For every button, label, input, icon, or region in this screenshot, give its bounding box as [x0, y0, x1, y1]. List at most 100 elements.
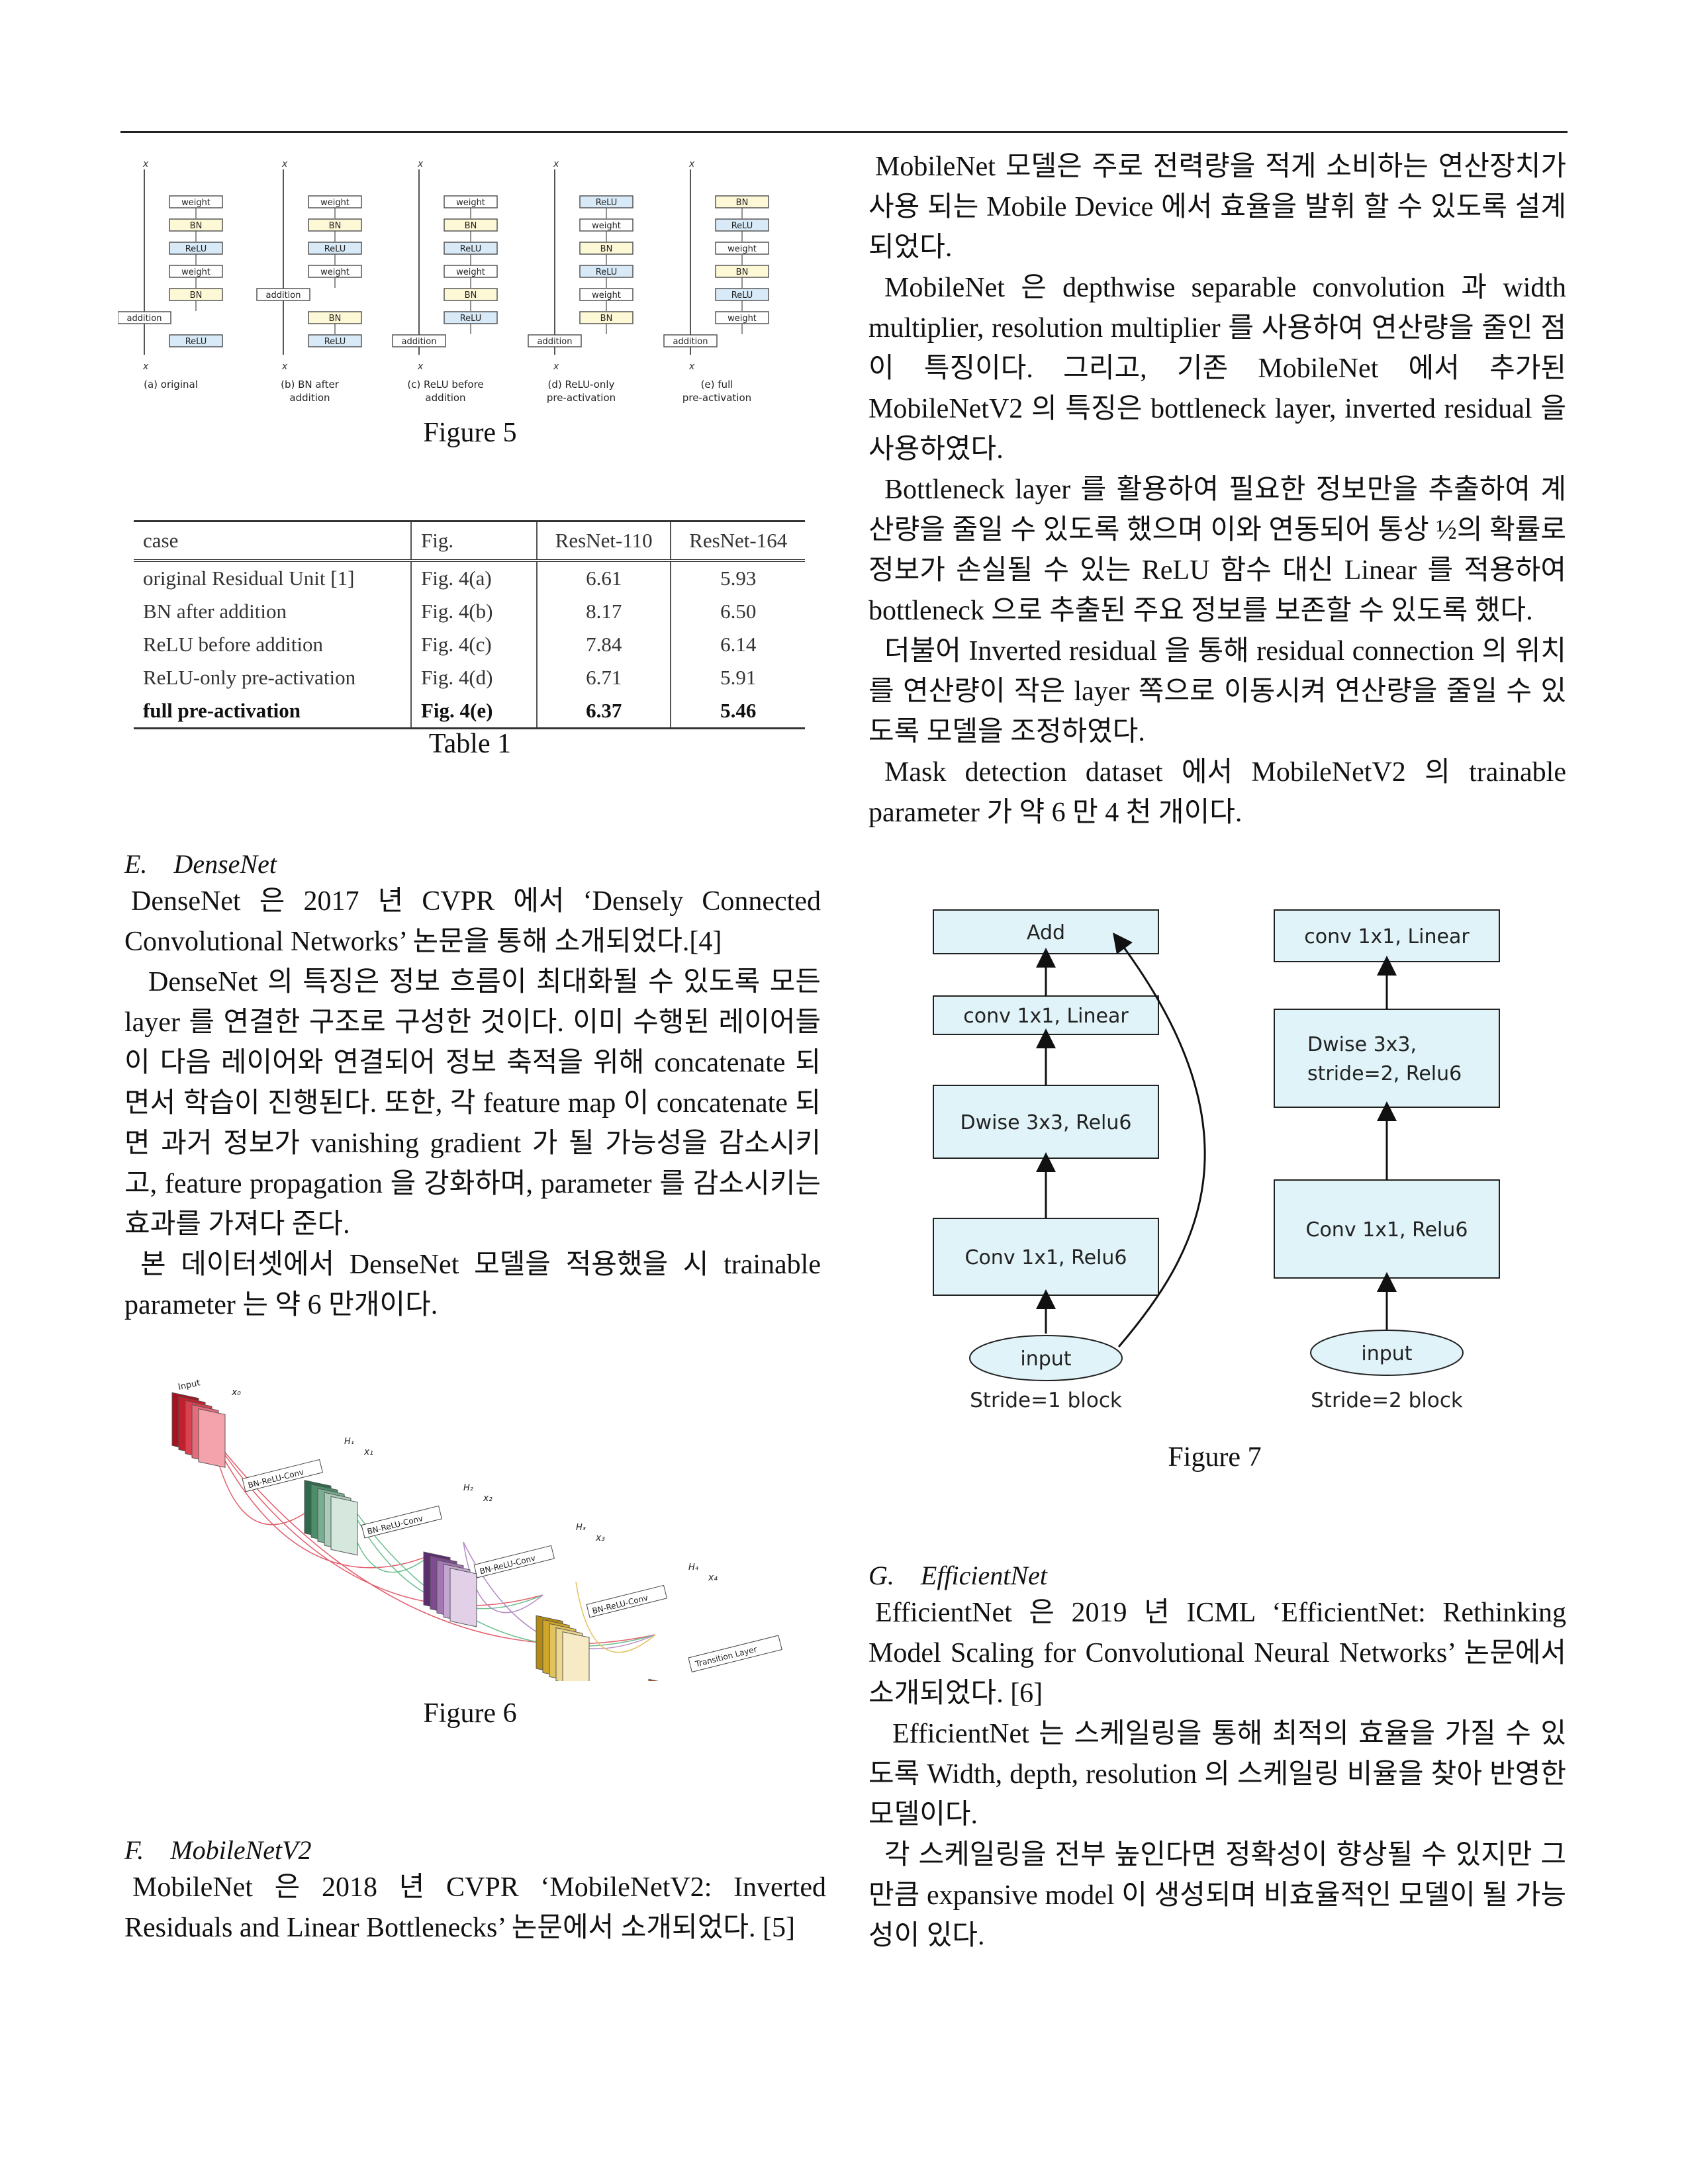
- fig6-input-label: Input: [177, 1378, 201, 1392]
- fig5-layer-label: weight: [456, 267, 485, 277]
- fig5-output-label: x: [417, 361, 424, 372]
- fig5-layer-label: ReLU: [731, 291, 753, 300]
- fig6-feature-map: [198, 1408, 226, 1468]
- fig6-x-label: x₀: [231, 1387, 241, 1398]
- table-cell: 5.46: [670, 694, 805, 729]
- densenet-section: E. DenseNet DenseNet 은 2017 년 CVPR 에서 ‘D…: [124, 847, 821, 1326]
- fig7-left-dwise-box: [933, 1085, 1159, 1159]
- fig5-layer-box: [169, 334, 223, 347]
- fig5-layer-label: BN: [465, 221, 477, 231]
- fig6-h-label: H₁: [344, 1437, 354, 1447]
- fig5-input-label: x: [417, 159, 424, 169]
- densenet-paragraph-1: DenseNet 은 2017 년 CVPR 에서 ‘Densely Conne…: [124, 886, 821, 957]
- efficientnet-paragraph-1: EfficientNet 은 2019 년 ICML ‘EfficientNet…: [868, 1598, 1566, 1709]
- table-row: full pre-activation Fig. 4(e) 6.37 5.46: [134, 694, 805, 729]
- table-cell: full pre-activation: [134, 694, 411, 729]
- mobilenet-paragraph-1: MobileNet 은 2018 년 CVPR ‘MobileNetV2: In…: [124, 1872, 826, 1943]
- fig6-dense-connection: [211, 1435, 543, 1606]
- table-cell: Fig. 4(e): [410, 694, 537, 729]
- fig5-input-label: x: [142, 159, 149, 169]
- fig5-layer-label: addition: [402, 337, 437, 347]
- fig6-dense-connection: [575, 1581, 656, 1653]
- fig7-right-conv-relu-box-label: Conv 1x1, Relu6: [1306, 1218, 1468, 1242]
- table-cell: Fig. 4(b): [410, 595, 537, 628]
- fig7-left-conv-relu-box: [933, 1218, 1159, 1296]
- table-row: ReLU before addition Fig. 4(c) 7.84 6.14: [134, 628, 805, 661]
- table-cell: original Residual Unit [1]: [134, 559, 411, 595]
- fig5-layer-label: ReLU: [596, 198, 618, 208]
- table-cell: Fig. 4(a): [410, 559, 537, 595]
- fig7-right-dwise-box-label: Dwise 3x3,: [1307, 1033, 1417, 1056]
- fig6-h-label: H₄: [688, 1563, 699, 1572]
- fig5-layer-label: BN: [190, 221, 203, 231]
- fig7-left-conv-linear-box: [933, 995, 1159, 1035]
- fig7-right-dwise-box-label: stride=2, Relu6: [1307, 1062, 1462, 1085]
- fig5-layer-box: [663, 334, 718, 347]
- fig7-left-dwise-box-label: Dwise 3x3, Relu6: [961, 1111, 1132, 1134]
- table-cell: 6.14: [670, 628, 805, 661]
- table-cell: 7.84: [536, 628, 671, 661]
- table-cell: ReLU before addition: [143, 633, 324, 656]
- table1-caption: Table 1: [428, 729, 512, 759]
- fig6-conv-box: [242, 1459, 324, 1492]
- densenet-paragraph-2: DenseNet 의 특징은 정보 흐름이 최대화될 수 있도록 모든 laye…: [124, 967, 821, 1240]
- fig5-layer-label: weight: [727, 244, 757, 254]
- fig5-layer-label: BN: [190, 291, 203, 300]
- fig6-conv-box: [586, 1584, 668, 1618]
- fig5-layer-label: weight: [456, 198, 485, 208]
- fig7-left-input-label: input: [1020, 1347, 1071, 1371]
- table-header-cell: ResNet-164: [670, 520, 805, 561]
- table-cell: Fig. 4(c): [410, 628, 537, 661]
- mobilenet-paragraph-5: 더불어 Inverted residual 을 통해 residual conn…: [868, 636, 1566, 747]
- fig6-dense-connection: [211, 1435, 431, 1569]
- table-cell: 5.91: [670, 661, 805, 694]
- mobilenet-paragraph-3: MobileNet 은 depthwise separable convolut…: [868, 273, 1566, 465]
- header-rule: [120, 131, 1568, 133]
- table-cell: BN after addition: [143, 600, 287, 623]
- fig6-h-label: H₂: [463, 1483, 473, 1493]
- fig5-layer-label: weight: [181, 198, 211, 208]
- fig7-right-conv-relu-box: [1274, 1179, 1500, 1279]
- efficientnet-section: G. EfficientNet EfficientNet 은 2019 년 IC…: [868, 1559, 1566, 1956]
- fig5-layer-label: BN: [736, 267, 749, 277]
- fig5-layer-label: weight: [592, 221, 621, 231]
- mobilenet-paragraph-6: Mask detection dataset 에서 MobileNetV2 의 …: [868, 757, 1566, 828]
- fig5-layer-box: [392, 334, 446, 347]
- fig5-layer-label: BN: [736, 198, 749, 208]
- table-row: ReLU-only pre-activation Fig. 4(d) 6.71 …: [134, 661, 805, 694]
- section-heading-efficientnet: G. EfficientNet: [868, 1561, 1047, 1590]
- section-heading-densenet: E. DenseNet: [124, 849, 277, 879]
- fig5-layer-label: ReLU: [185, 337, 207, 347]
- fig7-right-conv-linear-box-label: conv 1x1, Linear: [1304, 925, 1470, 948]
- fig5-layer-label: addition: [127, 314, 162, 324]
- fig5-layer-label: ReLU: [324, 244, 346, 254]
- fig5-layer-label: addition: [673, 337, 708, 347]
- fig5-layer-label: ReLU: [460, 314, 482, 324]
- mobilenet-right-section: MobileNet 모델은 주로 전력량을 적게 소비하는 연산장치가 사용 되…: [868, 147, 1566, 833]
- fig5-input-label: x: [688, 159, 695, 169]
- table1: case Fig. ResNet-110 ResNet-164 original…: [134, 520, 805, 729]
- fig6-dense-connection: [344, 1495, 656, 1647]
- fig6-x-label: x₄: [708, 1572, 718, 1583]
- fig7-residual-connection: [1113, 932, 1206, 1347]
- efficientnet-paragraph-2: EfficientNet 는 스케일링을 통해 최적의 효율을 가질 수 있도록…: [868, 1719, 1566, 1830]
- fig7-add-box-label: Add: [1027, 921, 1065, 944]
- fig5-layer-label: ReLU: [731, 221, 753, 231]
- fig6-h-label: H₃: [576, 1523, 586, 1533]
- fig5-subcaption: (a) original: [144, 379, 198, 390]
- table-cell: 6.61: [536, 559, 671, 595]
- figure7-caption: Figure 7: [1168, 1442, 1262, 1473]
- table-header-cell: Fig.: [410, 520, 537, 561]
- fig5-layer-label: ReLU: [596, 267, 618, 277]
- fig7-right-input-label: input: [1361, 1342, 1412, 1365]
- fig5-output-label: x: [142, 361, 149, 372]
- efficientnet-paragraph-3: 각 스케일링을 전부 높인다면 정확성이 향상될 수 있지만 그만큼 expan…: [868, 1840, 1566, 1951]
- table-cell: 8.17: [536, 595, 671, 628]
- fig5-layer-label: ReLU: [185, 244, 207, 254]
- fig6-conv-box: [361, 1505, 443, 1539]
